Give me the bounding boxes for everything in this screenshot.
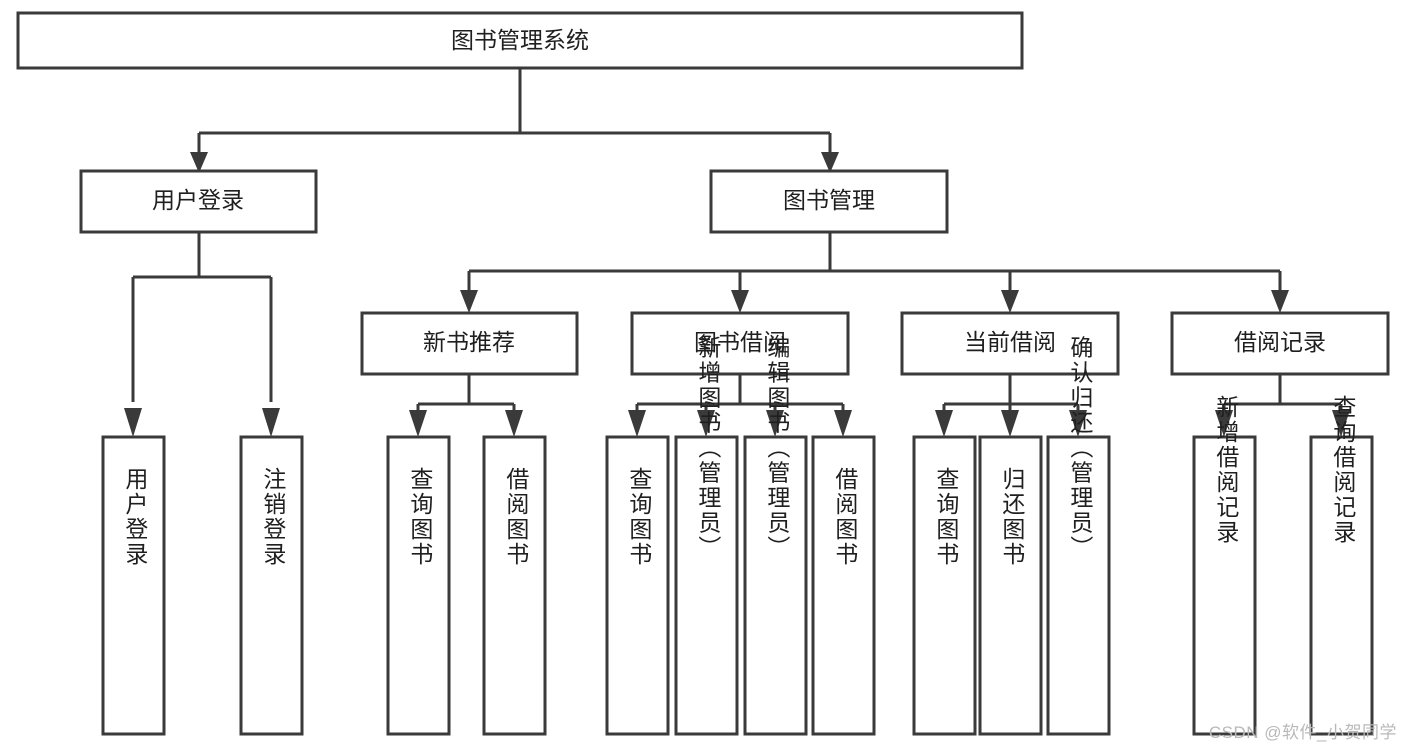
node-new-book-rec[interactable]: 新书推荐 (360, 311, 579, 376)
node-leaf-edit-book-label: 编辑图书（管理员） (764, 336, 791, 561)
node-leaf-return-book[interactable]: 归还图书 (978, 435, 1043, 736)
node-leaf-query-book-3-label: 查询图书 (933, 467, 960, 567)
node-leaf-borrow-book-2[interactable]: 借阅图书 (811, 435, 876, 736)
arrow-new-book-rec-to-borrow-book (505, 410, 523, 437)
node-leaf-query-book-2-box[interactable] (605, 435, 670, 736)
node-leaf-user-login-box[interactable] (101, 435, 166, 736)
node-borrow-record-label: 借阅记录 (1234, 329, 1326, 355)
node-leaf-borrow-book-2-box[interactable] (811, 435, 876, 736)
node-leaf-query-book-1[interactable]: 查询图书 (386, 435, 451, 736)
node-leaf-logout-box[interactable] (239, 435, 304, 736)
arrow-new-book-rec-to-query-book (409, 410, 427, 437)
node-leaf-confirm-return[interactable]: 确认归还（管理员） (1046, 336, 1111, 736)
node-book-manage[interactable]: 图书管理 (709, 169, 949, 234)
arrow-book-borrow-to-borrow-book (834, 410, 852, 437)
node-current-borrow-label: 当前借阅 (964, 329, 1056, 355)
node-leaf-borrow-book-1-label: 借阅图书 (503, 467, 530, 567)
arrow-book-manage-to-new-book-rec (460, 290, 478, 313)
node-leaf-query-book-2-label: 查询图书 (626, 467, 653, 567)
arrow-user-login-to-leaf-user-login (124, 408, 142, 437)
node-leaf-add-record[interactable]: 新增借阅记录 (1192, 395, 1257, 736)
node-leaf-add-book-box[interactable] (674, 435, 739, 736)
node-user-login-box[interactable] (79, 169, 318, 234)
node-leaf-confirm-return-box[interactable] (1046, 435, 1111, 736)
node-leaf-query-book-3-box[interactable] (912, 435, 977, 736)
edge-new-book-rec-bus (416, 374, 516, 412)
node-new-book-rec-label: 新书推荐 (423, 329, 515, 355)
node-leaf-add-book[interactable]: 新增图书（管理员） (674, 336, 739, 736)
arrow-book-borrow-to-query-book (628, 410, 646, 437)
connectors (124, 68, 1350, 437)
edge-borrow-record-bus (1222, 374, 1343, 412)
arrow-root-to-user-login (190, 152, 208, 173)
node-current-borrow-box[interactable] (900, 311, 1120, 376)
node-user-login-label: 用户登录 (152, 187, 244, 213)
node-leaf-edit-book-box[interactable] (743, 435, 808, 736)
arrow-current-borrow-to-confirm-return (1069, 410, 1087, 437)
node-leaf-borrow-book-2-label: 借阅图书 (832, 467, 859, 567)
arrow-book-borrow-to-add-book (697, 410, 715, 437)
arrow-current-borrow-to-return-book (1001, 410, 1019, 437)
node-leaf-user-login[interactable]: 用户登录 (101, 435, 166, 736)
node-book-borrow-box[interactable] (630, 311, 850, 376)
node-book-borrow-label: 图书借阅 (694, 329, 786, 355)
node-leaf-query-book-1-box[interactable] (386, 435, 451, 736)
arrow-borrow-record-to-query-record (1332, 410, 1350, 437)
node-user-login[interactable]: 用户登录 (79, 169, 318, 234)
edge-current-borrow-bus (942, 374, 1080, 412)
node-borrow-record-box[interactable] (1170, 311, 1390, 376)
edge-root-bus (197, 68, 832, 158)
node-leaf-user-login-label: 用户登录 (122, 467, 149, 567)
node-leaf-query-book-2[interactable]: 查询图书 (605, 435, 670, 736)
node-current-borrow[interactable]: 当前借阅 (900, 311, 1120, 376)
node-leaf-return-book-box[interactable] (978, 435, 1043, 736)
node-leaf-confirm-return-label: 确认归还（管理员） (1067, 336, 1094, 561)
node-leaf-edit-book[interactable]: 编辑图书（管理员） (743, 336, 808, 736)
node-root[interactable]: 图书管理系统 (16, 11, 1024, 70)
arrow-book-manage-to-borrow-record (1271, 290, 1289, 313)
arrow-book-manage-to-book-borrow (731, 290, 749, 313)
node-root-label: 图书管理系统 (451, 27, 589, 53)
edge-user-login-bus (131, 232, 273, 402)
node-leaf-borrow-book-1-box[interactable] (482, 435, 547, 736)
node-leaf-query-book-3[interactable]: 查询图书 (912, 435, 977, 736)
node-leaf-borrow-book-1[interactable]: 借阅图书 (482, 435, 547, 736)
arrow-user-login-to-leaf-logout (262, 408, 280, 437)
node-leaf-query-record-box[interactable] (1309, 435, 1374, 736)
edge-book-borrow-bus (635, 374, 845, 412)
arrow-root-to-book-manage (821, 152, 839, 173)
node-leaf-add-book-label: 新增图书（管理员） (695, 336, 722, 561)
node-leaf-query-record[interactable]: 查询借阅记录 (1309, 395, 1374, 736)
node-book-borrow[interactable]: 图书借阅 (630, 311, 850, 376)
node-borrow-record[interactable]: 借阅记录 (1170, 311, 1390, 376)
arrow-current-borrow-to-query-book (935, 410, 953, 437)
arrow-book-manage-to-current-borrow (1001, 290, 1019, 313)
node-leaf-add-record-label: 新增借阅记录 (1213, 395, 1240, 545)
node-leaf-query-record-label: 查询借阅记录 (1330, 395, 1357, 545)
arrow-book-borrow-to-edit-book (766, 410, 784, 437)
node-leaf-logout[interactable]: 注销登录 (239, 435, 304, 736)
edge-book-manage-bus (467, 232, 1282, 296)
node-leaf-add-record-box[interactable] (1192, 435, 1257, 736)
node-book-manage-label: 图书管理 (783, 187, 875, 213)
node-leaf-logout-label: 注销登录 (260, 467, 287, 567)
node-root-box[interactable] (16, 11, 1024, 70)
node-leaf-return-book-label: 归还图书 (999, 467, 1026, 567)
arrow-borrow-record-to-add-record (1215, 410, 1233, 437)
node-book-manage-box[interactable] (709, 169, 949, 234)
node-new-book-rec-box[interactable] (360, 311, 579, 376)
node-leaf-query-book-1-label: 查询图书 (407, 467, 434, 567)
